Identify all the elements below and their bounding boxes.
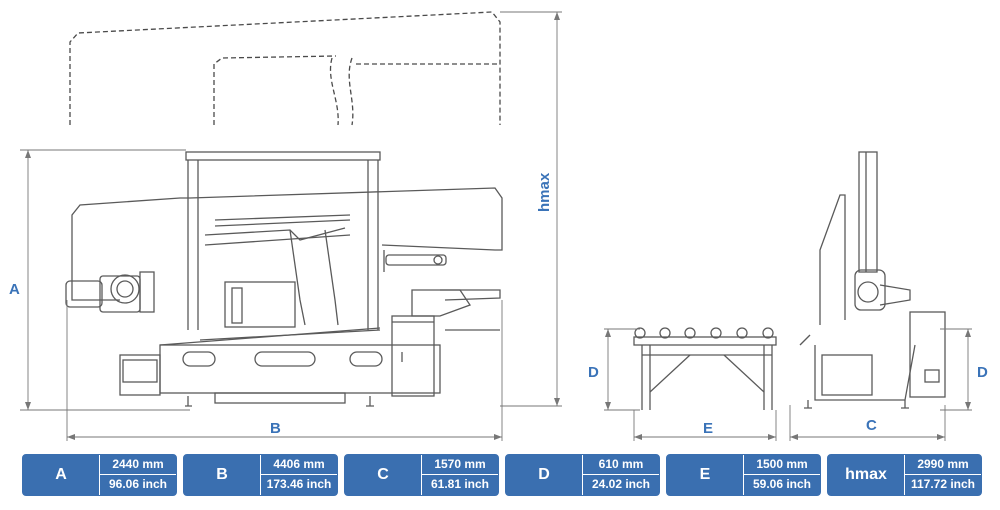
machine-front-view bbox=[65, 151, 503, 407]
dim-key: E bbox=[667, 455, 743, 495]
dim-cell-a: A 2440 mm 96.06 inch bbox=[22, 454, 177, 496]
dim-inch-value: 61.81 inch bbox=[422, 475, 498, 494]
dim-mm-value: 1570 mm bbox=[422, 455, 498, 475]
dim-key: C bbox=[345, 455, 421, 495]
dim-mm-value: 2990 mm bbox=[905, 455, 981, 475]
dimension-arrows bbox=[25, 12, 971, 440]
dim-key: D bbox=[506, 455, 582, 495]
dim-label-e: E bbox=[703, 420, 713, 437]
machine-dimension-drawing: A B E C D D hmax bbox=[9, 11, 988, 441]
dim-label-a: A bbox=[9, 281, 20, 298]
dim-inch-value: 96.06 inch bbox=[100, 475, 176, 494]
dim-key: A bbox=[23, 455, 99, 495]
dim-inch-value: 59.06 inch bbox=[744, 475, 820, 494]
dim-inch-value: 24.02 inch bbox=[583, 475, 659, 494]
dim-inch-value: 117.72 inch bbox=[905, 475, 981, 494]
dim-key: hmax bbox=[828, 455, 904, 495]
machine-side-view bbox=[799, 151, 946, 409]
dim-mm-value: 1500 mm bbox=[744, 455, 820, 475]
dim-cell-b: B 4406 mm 173.46 inch bbox=[183, 454, 338, 496]
dim-label-d-side: D bbox=[977, 364, 988, 381]
dim-label-b: B bbox=[270, 420, 281, 437]
dimension-lines bbox=[20, 11, 972, 441]
dim-cell-c: C 1570 mm 61.81 inch bbox=[344, 454, 499, 496]
dim-key: B bbox=[184, 455, 260, 495]
dim-cell-d: D 610 mm 24.02 inch bbox=[505, 454, 660, 496]
dim-label-hmax: hmax bbox=[536, 172, 553, 212]
dim-mm-value: 4406 mm bbox=[261, 455, 337, 475]
dimensions-table: A 2440 mm 96.06 inch B 4406 mm 173.46 in… bbox=[0, 454, 1000, 496]
dim-mm-value: 610 mm bbox=[583, 455, 659, 475]
roller-table bbox=[633, 327, 777, 410]
dim-mm-value: 2440 mm bbox=[100, 455, 176, 475]
raised-position-outline bbox=[69, 11, 501, 126]
dim-cell-e: E 1500 mm 59.06 inch bbox=[666, 454, 821, 496]
dim-label-d-front: D bbox=[588, 364, 599, 381]
dim-inch-value: 173.46 inch bbox=[261, 475, 337, 494]
dim-label-c: C bbox=[866, 417, 877, 434]
dim-cell-hmax: hmax 2990 mm 117.72 inch bbox=[827, 454, 982, 496]
